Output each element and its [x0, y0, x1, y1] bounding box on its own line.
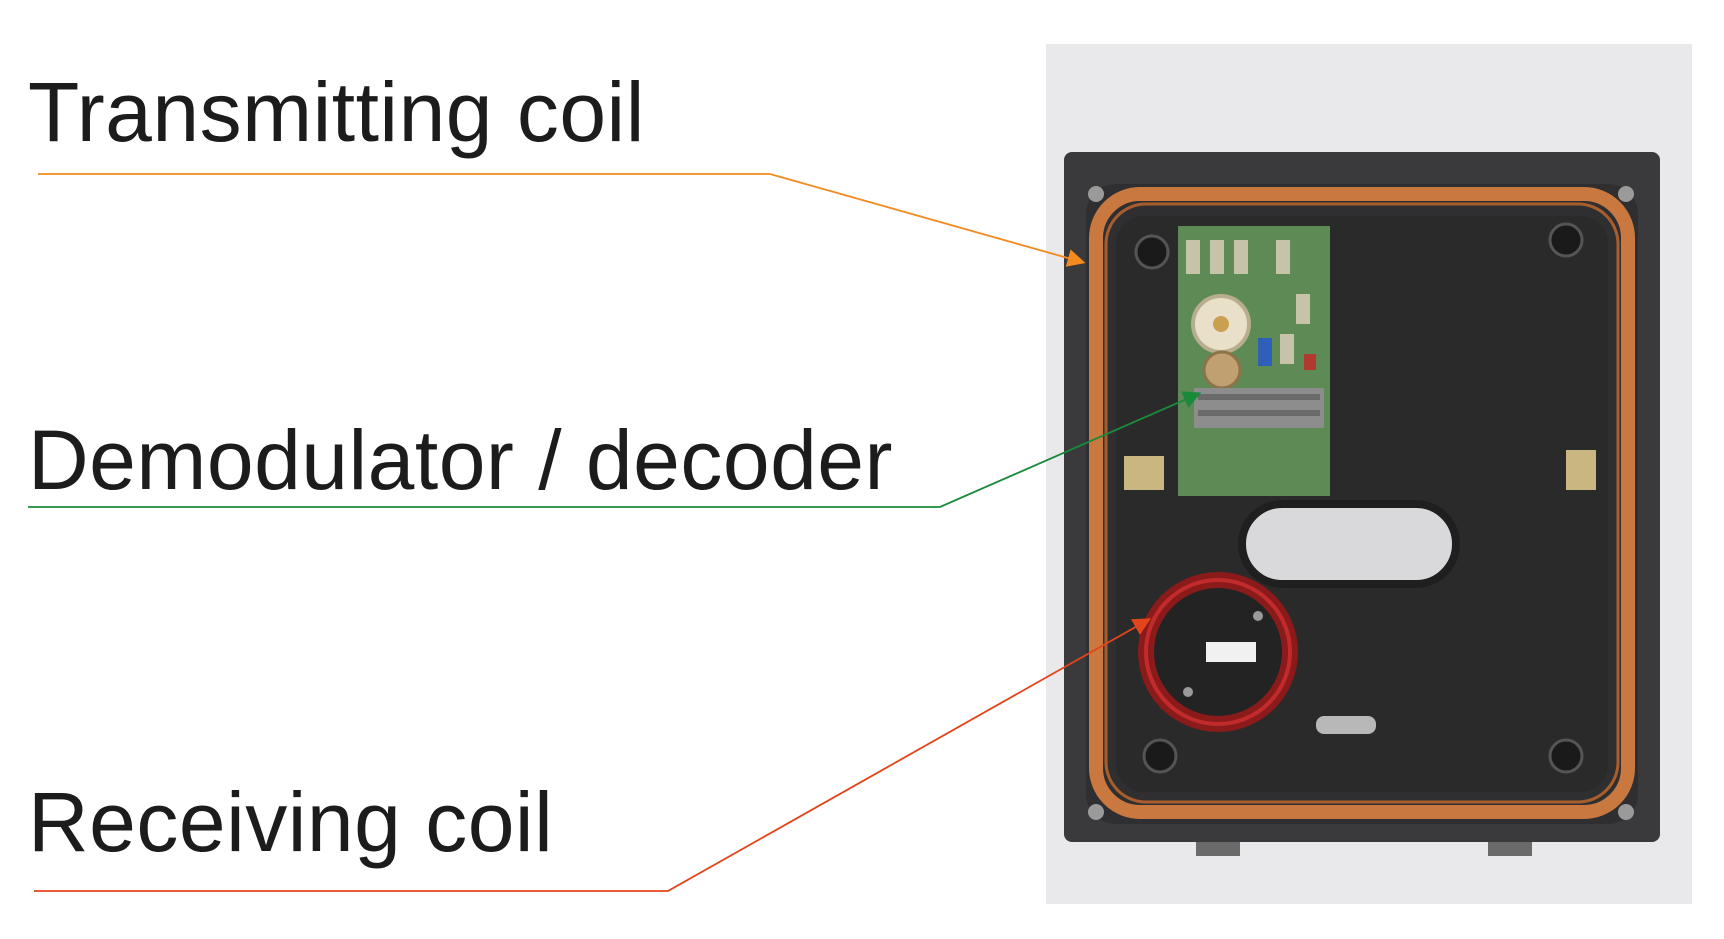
mounting-post: [1548, 738, 1584, 774]
screw-icon: [1618, 186, 1634, 202]
mounting-post: [1134, 234, 1170, 270]
demodulator-decoder-label: Demodulator / decoder: [28, 413, 893, 507]
transmitting-coil-label: Transmitting coil: [28, 65, 645, 159]
device-photo: [1046, 44, 1692, 904]
receiving-coil-label: Receiving coil: [28, 775, 554, 869]
screw-icon: [1618, 804, 1634, 820]
transmitting-coil-leader: [38, 173, 1086, 267]
screw-icon: [1088, 804, 1104, 820]
screw-icon: [1088, 186, 1104, 202]
window-opening: [1238, 500, 1460, 588]
mounting-post: [1142, 738, 1178, 774]
mounting-post: [1548, 222, 1584, 258]
